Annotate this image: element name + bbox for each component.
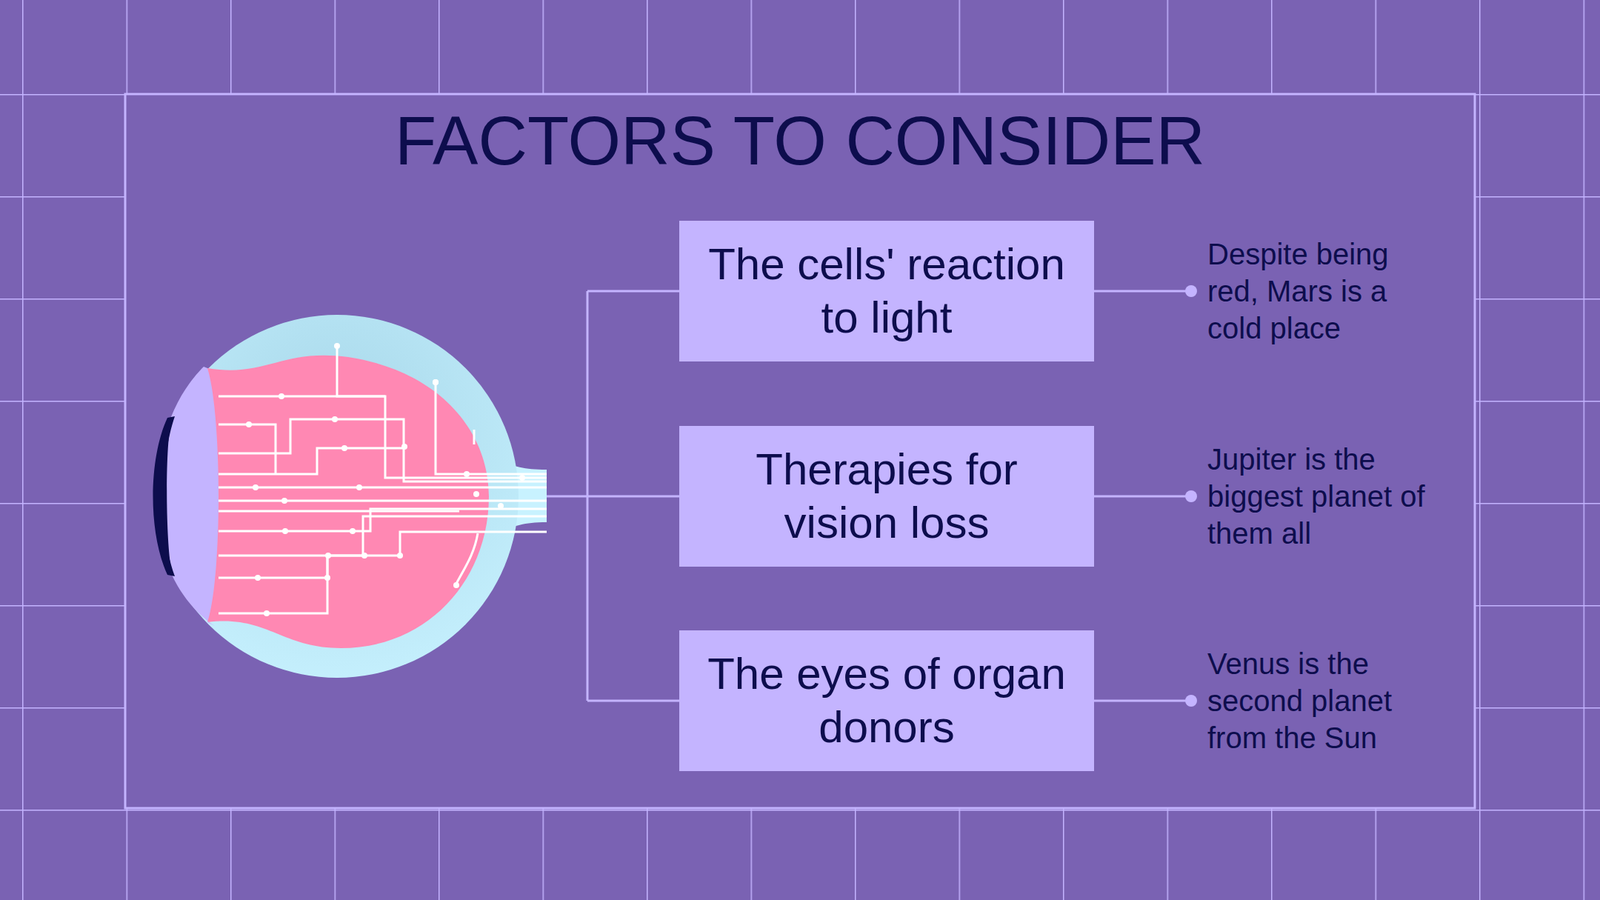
circuit-lines (218, 345, 547, 614)
box-text: The eyes of organ donors (700, 647, 1074, 755)
pupil (153, 416, 176, 577)
leader-dot (1185, 285, 1198, 298)
leader-line (546, 495, 588, 498)
leader-dot (1185, 694, 1198, 707)
lens (158, 366, 219, 626)
circuit-dots (245, 342, 526, 617)
leader-line (587, 700, 680, 703)
factor-box: The cells' reaction to light (679, 220, 1095, 362)
box-text: Therapies for vision loss (700, 442, 1074, 550)
leader-line (1094, 700, 1190, 703)
factor-box: The eyes of organ donors (679, 630, 1095, 772)
leader-line (587, 495, 680, 498)
leader-line (1094, 495, 1190, 498)
leader-dot (1185, 490, 1198, 503)
factor-box: Therapies for vision loss (679, 425, 1095, 567)
note-text: Despite being red, Mars is a cold place (1207, 235, 1441, 347)
box-text: The cells' reaction to light (700, 237, 1074, 345)
note-text: Jupiter is the biggest planet of them al… (1207, 440, 1441, 552)
note-text: Venus is the second planet from the Sun (1207, 645, 1441, 757)
leader-line (1094, 290, 1190, 293)
inner-panel (125, 94, 1475, 809)
leader-line (587, 290, 680, 293)
slide-title: FACTORS TO CONSIDER (0, 103, 1600, 179)
